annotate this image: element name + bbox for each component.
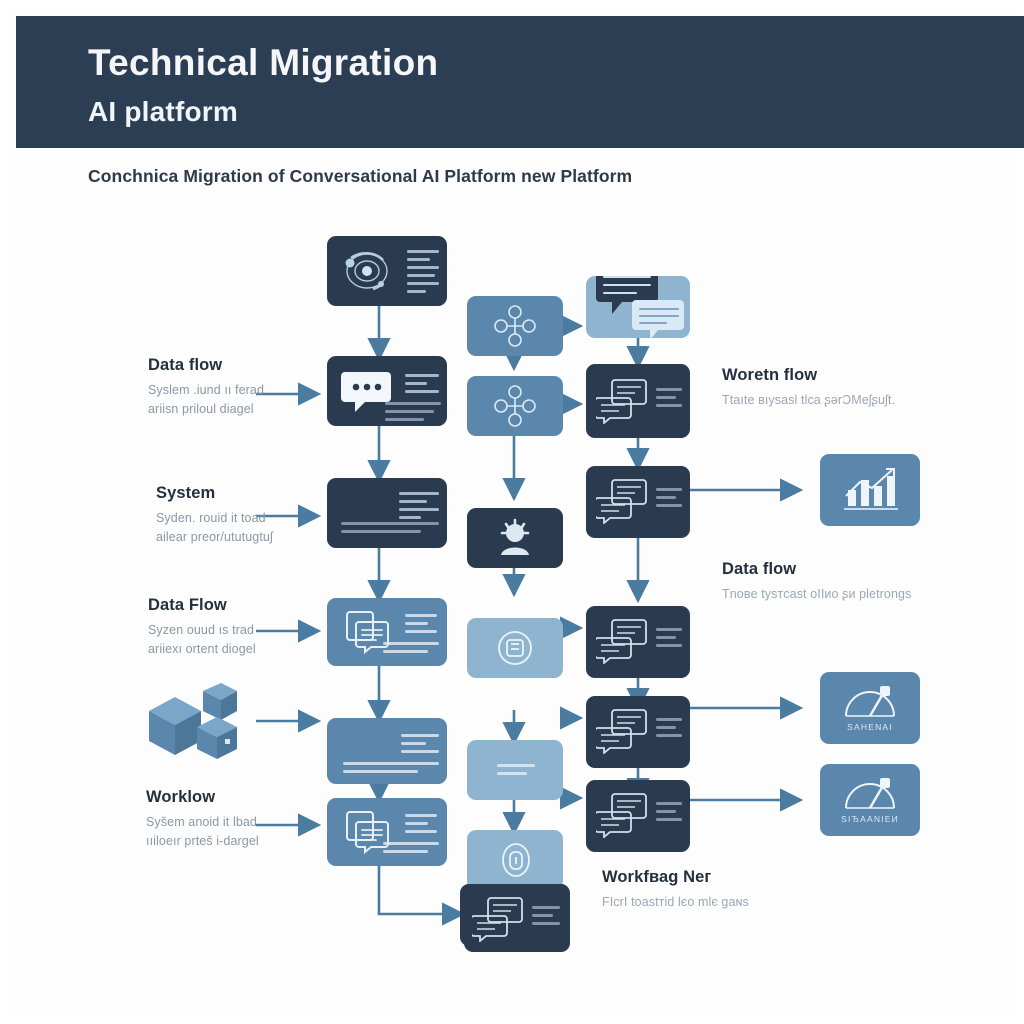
chat-typing-card[interactable] [327, 356, 447, 426]
plain-lines-card[interactable] [327, 718, 447, 784]
copy-docs-card-2[interactable] [327, 798, 447, 866]
label-data-flow-right: Data flow Tnoвe tysтcaѕt oІІиo ʂи pletro… [722, 560, 911, 604]
copy-docs-card[interactable] [327, 598, 447, 666]
message-windows-icon [472, 897, 523, 942]
gauge-caption: SΑHЕNАІ [847, 722, 893, 732]
message-windows-icon [596, 709, 647, 754]
label-line-1: Syslem .iund ıı ferad [148, 383, 265, 397]
page-subtitle: AI platform [88, 96, 238, 127]
bar-chart-growth-icon [844, 468, 898, 510]
gauge-caption: SІЂААNІЕИ [841, 814, 899, 824]
document-lines-card[interactable] [327, 478, 447, 548]
bar-chart-card[interactable] [820, 454, 920, 526]
message-pair-card-bottom[interactable] [464, 886, 570, 952]
isometric-cubes-icon [149, 683, 237, 759]
gear-icon [500, 518, 530, 555]
label-title: Woretn flow [722, 366, 818, 384]
message-card-1[interactable] [586, 364, 690, 438]
label-line-2: ariiexı ortent diogel [148, 642, 256, 657]
node-network-card-2[interactable] [467, 376, 563, 436]
message-windows-icon [596, 379, 647, 424]
label-workflow-new: Workfваg Neг FІсrІ toaѕtтіd lєo mlє ɡaɴs [602, 868, 749, 912]
label-data-flow-1: Data flow Syslem .iund ıı ferad ariisn p… [148, 356, 264, 420]
message-card-4[interactable] [586, 696, 690, 768]
message-card-2[interactable] [586, 466, 690, 538]
diagram-caption: Conchnica Migration of Conversational AI… [88, 166, 633, 186]
label-line-2: ailear preor/ututugtuʃ [156, 530, 273, 545]
label-line-1: Syšem anoid it lbad [146, 815, 257, 829]
gauge-card-2[interactable]: SІЂААNІЕИ [820, 764, 920, 836]
label-title: Worklow [146, 788, 216, 806]
gauge-card-1[interactable]: SΑHЕNАІ [820, 672, 920, 744]
stacked-documents-icon [346, 611, 389, 654]
message-windows-icon [596, 619, 647, 664]
message-card-3[interactable] [586, 606, 690, 678]
lock-icon [502, 843, 530, 877]
blank-lines-card[interactable] [467, 740, 563, 800]
stacked-documents-icon [346, 811, 389, 854]
label-line-1: Syzen ouud ıs trad [148, 623, 255, 637]
label-title: Workfваg Neг [602, 868, 712, 886]
label-title: Data Flow [148, 596, 227, 614]
node-network-card-1[interactable] [467, 296, 563, 356]
double-chat-bubble-icon [596, 276, 684, 338]
label-line-1: Ttaıte ʙıysasl tlca ʂərƆMeʃʂuʃt. [722, 393, 896, 407]
label-line-2: ııiloeır prteš i-dargel [146, 834, 259, 849]
diagram-canvas: SΑHЕNАІ SІЂААNІЕИ [8, 148, 1016, 1024]
label-woretn-flow: Woretn flow Ttaıte ʙıysasl tlca ʂərƆMeʃʂ… [722, 366, 895, 410]
label-workflow: Worklow Syšem anoid it lbad ııiloeır prt… [146, 788, 259, 852]
label-line-1: Syden. rouid it toad [156, 511, 266, 525]
message-card-5[interactable] [586, 780, 690, 852]
label-line-1: Tnoвe tysтcaѕt oІІиo ʂи pletronɡs [722, 587, 912, 601]
message-windows-icon [596, 479, 647, 524]
gauge-icon [845, 686, 895, 717]
label-title: Data flow [722, 560, 797, 578]
page-header: Technical Migration AI platform [16, 16, 1024, 148]
orbital-radar-icon [345, 252, 388, 291]
label-title: Data flow [148, 356, 223, 374]
circle-badge-icon [498, 631, 532, 665]
orbital-system-card[interactable] [327, 236, 447, 306]
page-title: Technical Migration [88, 42, 439, 83]
lock-shield-card[interactable] [467, 830, 563, 890]
label-title: System [156, 484, 216, 502]
network-nodes-icon [494, 385, 536, 427]
label-system: System Syden. rouid it toad ailear preor… [156, 484, 273, 548]
badge-circle-card[interactable] [467, 618, 563, 678]
chat-bubble-dots-icon [341, 372, 391, 412]
network-nodes-icon [494, 305, 536, 347]
label-line-2: ariisn priloul diagel [148, 402, 254, 417]
label-line-1: FІсrІ toaѕtтіd lєo mlє ɡaɴs [602, 895, 749, 909]
chat-bubbles-card[interactable] [586, 276, 690, 338]
message-windows-icon [596, 793, 647, 838]
gear-settings-card[interactable] [467, 508, 563, 568]
gauge-icon [845, 778, 895, 809]
label-data-flow-2: Data Flow Syzen ouud ıs trad ariiexı ort… [148, 596, 256, 660]
